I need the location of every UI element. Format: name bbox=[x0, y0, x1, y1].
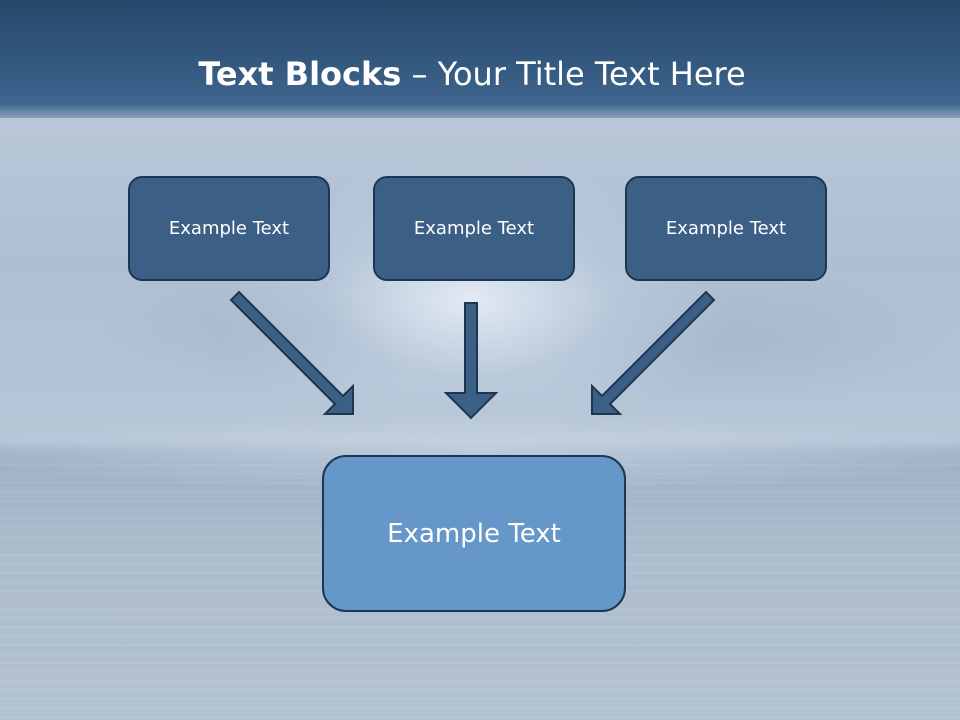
text-block-left[interactable]: Example Text bbox=[128, 176, 330, 281]
title-separator: – bbox=[401, 55, 438, 93]
arrow-left-icon bbox=[229, 290, 354, 415]
slide-title: Text Blocks – Your Title Text Here bbox=[0, 54, 944, 94]
text-block-center[interactable]: Example Text bbox=[373, 176, 575, 281]
text-block-right-label: Example Text bbox=[665, 218, 787, 239]
title-rest: Your Title Text Here bbox=[437, 55, 746, 93]
title-band bbox=[0, 0, 960, 118]
arrow-right-icon bbox=[591, 290, 716, 415]
text-block-center-label: Example Text bbox=[413, 218, 535, 239]
text-block-bottom[interactable]: Example Text bbox=[322, 455, 626, 612]
title-bold: Text Blocks bbox=[198, 55, 402, 93]
text-block-bottom-label: Example Text bbox=[387, 518, 561, 549]
text-block-right[interactable]: Example Text bbox=[625, 176, 827, 281]
arrow-down-icon bbox=[443, 302, 499, 420]
text-block-left-label: Example Text bbox=[168, 218, 290, 239]
